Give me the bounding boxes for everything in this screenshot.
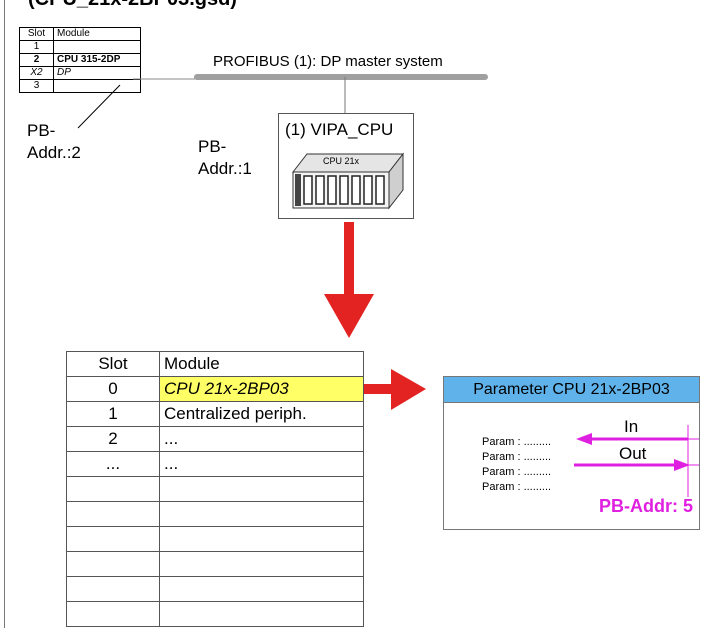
module-cell: Centralized periph.: [159, 401, 364, 427]
module-cell: [159, 501, 364, 527]
pb-addr-1-line2: Addr.:1: [198, 159, 252, 178]
module-cell-highlighted[interactable]: CPU 21x-2BP03: [159, 376, 364, 402]
pb-addr-2-line1: PB-: [27, 121, 56, 140]
slot-cell: [66, 526, 160, 552]
table-header-row: Slot Module: [66, 351, 364, 377]
parameter-panel-title: Parameter CPU 21x-2BP03: [444, 377, 699, 403]
table-row[interactable]: ... ...: [66, 451, 364, 477]
slot-cell: [66, 576, 160, 602]
table-row[interactable]: [66, 476, 364, 502]
table-row[interactable]: 1: [19, 40, 141, 54]
param-line: Param : .........: [482, 451, 552, 463]
slot-cell: ...: [66, 451, 160, 477]
header-slot: Slot: [66, 351, 160, 377]
param-line: Param : .........: [482, 481, 552, 493]
table-row[interactable]: 1 Centralized periph.: [66, 401, 364, 427]
param-line: Param : .........: [482, 436, 552, 448]
table-row[interactable]: [66, 526, 364, 552]
module-cell: [159, 476, 364, 502]
io-arrows: [574, 425, 699, 497]
slot-cell: [66, 476, 160, 502]
table-row[interactable]: [66, 601, 364, 627]
page-title: (CPU_21x-2BP03.gsd): [28, 0, 237, 11]
cpu-title: (1) VIPA_CPU: [285, 120, 394, 139]
small-slot-table: Slot Module 1 2 CPU 315-2DP X2 DP 3: [19, 27, 141, 93]
module-cell: [159, 551, 364, 577]
pb-addr-2-line2: Addr.:2: [27, 143, 81, 162]
page-frame-line: [4, 0, 5, 628]
module-slot-table: Slot Module 0 CPU 21x-2BP03 1 Centralize…: [66, 351, 364, 627]
table-row[interactable]: 2 CPU 315-2DP: [19, 53, 141, 67]
cpu-rack-icon: CPU 21x: [291, 152, 405, 210]
slot-cell: [66, 501, 160, 527]
pb-addr-1-label: PB- Addr.:1: [198, 136, 252, 180]
pb-addr-2-label: PB- Addr.:2: [27, 120, 81, 164]
cpu-rack-label: CPU 21x: [323, 156, 360, 166]
in-label: In: [624, 417, 639, 436]
module-cell: [159, 526, 364, 552]
parameter-panel: Parameter CPU 21x-2BP03 Param : ........…: [443, 376, 700, 530]
table-row[interactable]: [66, 501, 364, 527]
table-row[interactable]: [66, 551, 364, 577]
module-cell: [159, 601, 364, 627]
slot-cell: 1: [66, 401, 160, 427]
table-row[interactable]: 3: [19, 79, 141, 93]
in-arrow-icon: [576, 433, 688, 445]
table-row[interactable]: 2 ...: [66, 426, 364, 452]
module-cell: ...: [159, 451, 364, 477]
right-arrow-icon: [354, 369, 426, 410]
profibus-label: PROFIBUS (1): DP master system: [213, 53, 443, 70]
out-label: Out: [619, 444, 647, 463]
module-cell: [159, 576, 364, 602]
slot-cell: 0: [66, 376, 160, 402]
table-row[interactable]: 0 CPU 21x-2BP03: [66, 376, 364, 402]
param-line: Param : .........: [482, 466, 552, 478]
table-row[interactable]: [66, 576, 364, 602]
module-cell: [53, 79, 141, 93]
slot-cell: 2: [66, 426, 160, 452]
out-arrow-icon: [574, 459, 690, 471]
slot-cell: [66, 601, 160, 627]
pb-addr-1-line1: PB-: [198, 137, 227, 156]
table-header-row: Slot Module: [19, 27, 141, 41]
slot-cell: [66, 551, 160, 577]
down-arrow-icon: [324, 222, 374, 338]
module-cell: ...: [159, 426, 364, 452]
header-module: Module: [53, 27, 141, 41]
vipa-cpu-station[interactable]: (1) VIPA_CPU CPU 21x: [278, 113, 414, 219]
pb-addr-5-label: PB-Addr: 5: [599, 496, 693, 516]
header-module: Module: [159, 351, 364, 377]
dp-pointer-line: [77, 84, 121, 129]
